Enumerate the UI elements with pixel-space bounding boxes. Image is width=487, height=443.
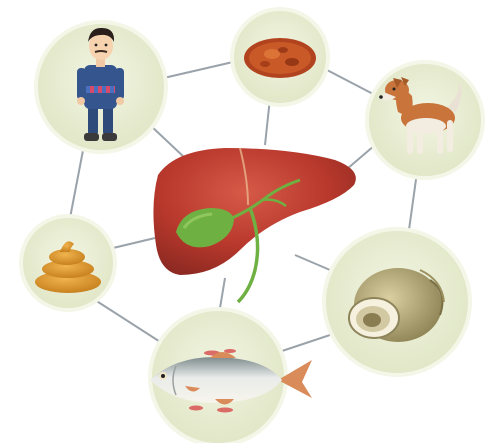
parasite-cyst-icon — [244, 38, 316, 78]
connector-cyst-dog — [327, 70, 375, 95]
connector-feces-liver — [113, 238, 155, 248]
liver-with-gallbladder-icon — [153, 148, 355, 302]
connector-human-liver — [150, 125, 185, 158]
connector-human-feces — [70, 140, 85, 218]
connector-liver-snail — [295, 255, 330, 270]
connector-feces-fish — [95, 300, 165, 345]
